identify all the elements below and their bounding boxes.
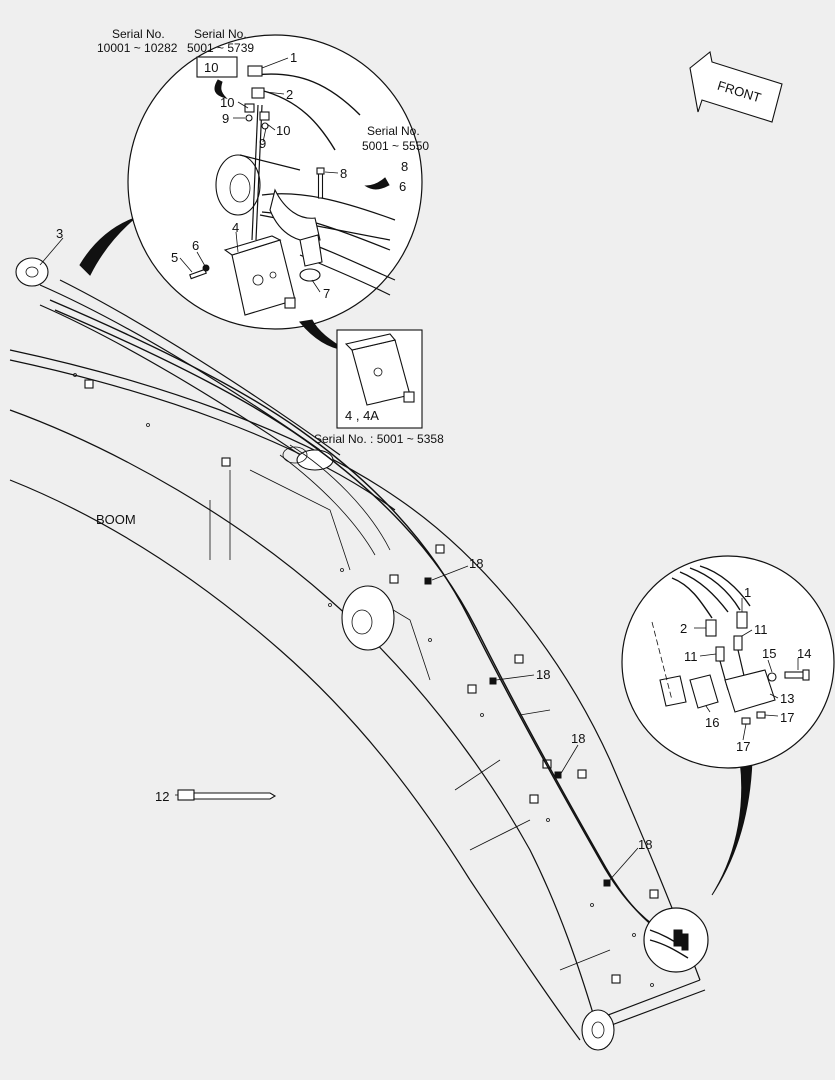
boom-label: BOOM — [96, 512, 136, 527]
front-arrow: FRONT — [689, 51, 783, 123]
top-detail-circle — [79, 34, 423, 330]
callout-15: 15 — [762, 646, 776, 661]
callout-18-a: 18 — [469, 556, 483, 571]
boom-boss — [341, 585, 395, 651]
callout-9-a: 9 — [222, 111, 229, 126]
callout-8-b: 8 — [401, 159, 408, 174]
callout-17-a: 17 — [780, 710, 794, 725]
serial-a-title: Serial No. — [112, 27, 165, 41]
callout-numbers: 1 2 10 10 9 10 9 8 8 6 3 4 6 5 7 18 18 1… — [56, 50, 811, 852]
callout-5: 5 — [171, 250, 178, 265]
cylinder-head-detail — [215, 154, 261, 216]
callout-1-b: 1 — [744, 585, 751, 600]
callout-13: 13 — [780, 691, 794, 706]
callout-12: 12 — [155, 789, 169, 804]
valve-inset-box — [299, 319, 423, 429]
callout-18-c: 18 — [571, 731, 585, 746]
hose-routing — [49, 299, 681, 947]
hose-end-detail — [643, 907, 709, 973]
serial-c-title: Serial No. — [367, 124, 420, 138]
callout-18-d: 18 — [638, 837, 652, 852]
inset-block-label: 4 , 4A — [345, 408, 379, 423]
callout-6-a: 6 — [399, 179, 406, 194]
cable-tie-12 — [177, 789, 277, 801]
serial-d: Serial No. : 5001 ~ 5358 — [314, 432, 444, 446]
leader-lines — [39, 57, 799, 883]
callout-2-b: 2 — [680, 621, 687, 636]
callout-10-box: 10 — [204, 60, 218, 75]
callout-7: 7 — [323, 286, 330, 301]
serial-box-10 — [196, 56, 238, 78]
callout-2: 2 — [286, 87, 293, 102]
serial-labels: Serial No. 10001 ~ 10282 Serial No. 5001… — [96, 27, 444, 527]
callout-16: 16 — [705, 715, 719, 730]
callout-9-b: 9 — [259, 136, 266, 151]
callout-10-a: 10 — [220, 95, 234, 110]
serial-b-title: Serial No. — [194, 27, 247, 41]
callout-6-b: 6 — [192, 238, 199, 253]
serial-c-range: 5001 ~ 5550 — [362, 139, 429, 153]
callout-8-a: 8 — [340, 166, 347, 181]
bottom-detail-circle — [621, 555, 835, 896]
callout-14: 14 — [797, 646, 811, 661]
callout-4: 4 — [232, 220, 239, 235]
callout-17-b: 17 — [736, 739, 750, 754]
boom-top-pin — [15, 257, 49, 287]
callout-18-b: 18 — [536, 667, 550, 682]
callout-11-a: 11 — [754, 622, 768, 637]
callout-10-b: 10 — [276, 123, 290, 138]
serial-b-range: 5001 ~ 5739 — [187, 41, 254, 55]
cylinder-end — [296, 449, 334, 471]
callout-11-b: 11 — [684, 649, 698, 664]
boom-foot-boss — [581, 1009, 615, 1051]
callout-1: 1 — [290, 50, 297, 65]
callout-3: 3 — [56, 226, 63, 241]
serial-a-range: 10001 ~ 10282 — [97, 41, 178, 55]
bracket-13 — [724, 669, 776, 713]
